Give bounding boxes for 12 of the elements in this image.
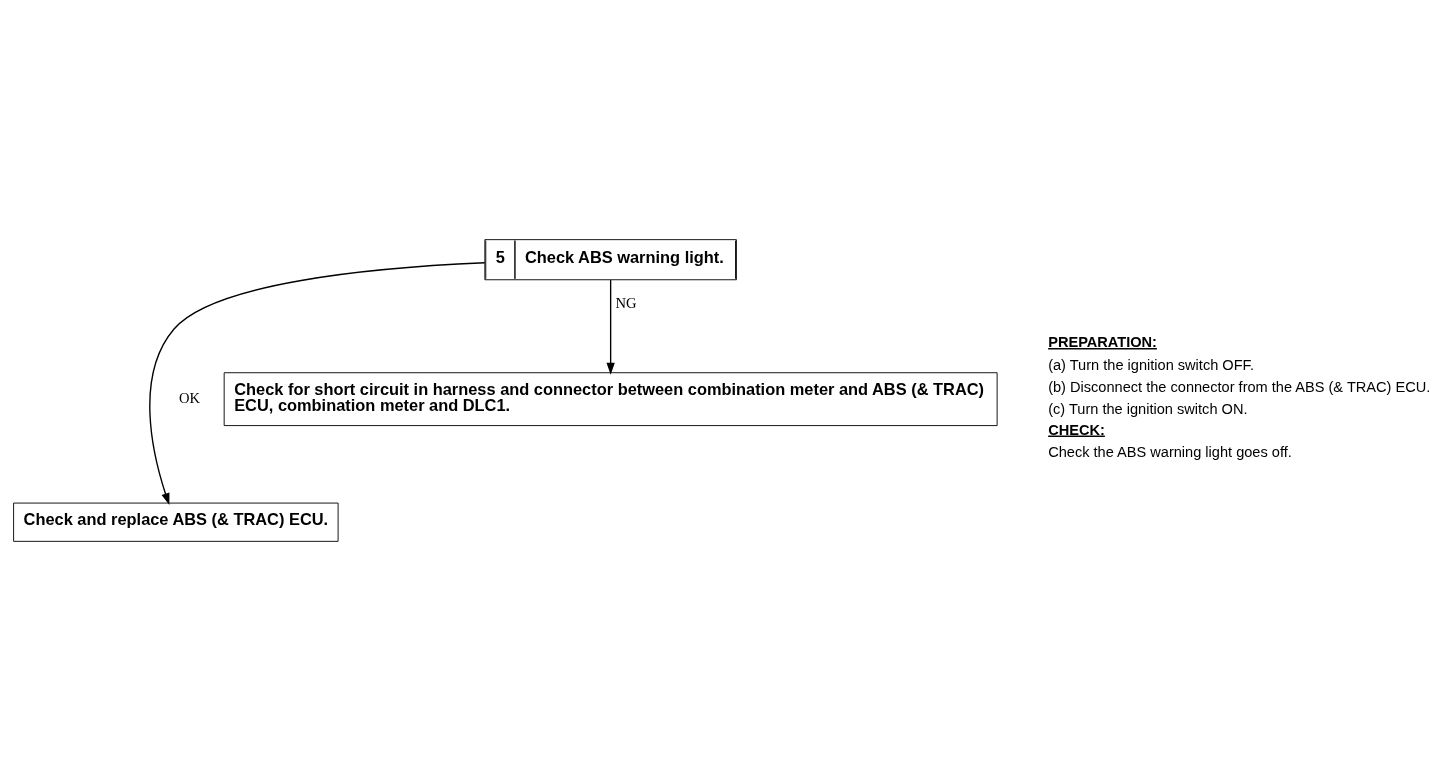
node-box: Check for short circuit in harness and connector between combination meter and ABS (& TRAC) ECU, combination meter and DLC1. xyxy=(223,371,998,426)
label: (b) Disconnect the connector from the ABS (& TRAC) ECU. xyxy=(1048,378,1431,395)
label: Check the ABS warning light goes off. xyxy=(1048,443,1292,460)
label: (a) Turn the ignition switch OFF. xyxy=(1048,356,1254,373)
edge-label: OK xyxy=(179,389,201,406)
arrow xyxy=(606,278,615,375)
arrow xyxy=(149,261,486,505)
node-box: Check and replace ABS (& TRAC) ECU. xyxy=(13,502,339,542)
label: PREPARATION: xyxy=(1048,333,1157,350)
label: CHECK: xyxy=(1048,421,1105,438)
edge-label: NG xyxy=(615,294,637,311)
label: (c) Turn the ignition switch ON. xyxy=(1048,400,1248,417)
